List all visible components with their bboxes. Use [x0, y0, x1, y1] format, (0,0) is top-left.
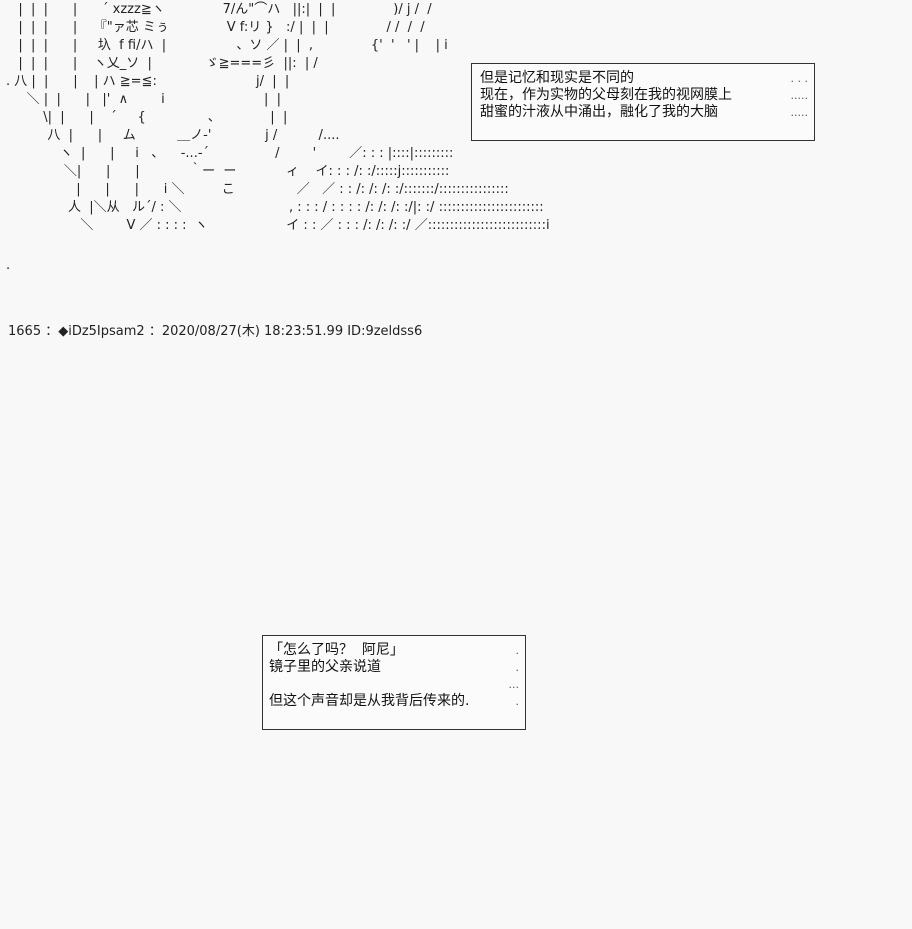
box-line-text: 现在，作为实物的父母刻在我的视网膜上	[480, 87, 732, 103]
art-line: ＼ V ／ : : : : ヽ イ : : ／ : : : /: /: /: :…	[6, 218, 550, 233]
box-line-trail: .....	[790, 89, 808, 102]
art-line: ＼| | | ｀ー ー ィ イ: : : /: :/:::::j::::::::…	[6, 164, 450, 179]
box-line-text: 「怎么了吗？ 阿尼」	[269, 642, 404, 658]
art-line: | | | | 『"ァ芯 ミぅ V f:リ } :/ | | | / / / /	[6, 20, 425, 35]
box-line: 镜子里的父亲说道 .	[269, 659, 525, 676]
box-line-text: 甜蜜的汁液从中涌出，融化了我的大脑	[480, 104, 718, 120]
box-line-text: 但这个声音却是从我背后传来的.	[269, 693, 470, 709]
art-line: 人 |＼从 ル´/ : ＼ , : : : / : : : : /: /: /:…	[6, 200, 544, 215]
box-line: ...	[269, 676, 525, 693]
art-line: 八 | | ム ＿ノ‐' j / /....	[6, 128, 340, 143]
box-line-trail: .	[515, 695, 520, 708]
box-line-text: 但是记忆和现实是不同的	[480, 70, 634, 86]
box-line: 「怎么了吗？ 阿尼」.	[269, 642, 525, 659]
art-line: | | | | ´ xzzz≧ヽ 7/ん"⌒ハ ||:| | | )/ j / …	[6, 2, 432, 17]
box-line: 但是记忆和现实是不同的 . . .	[480, 70, 814, 87]
narration-box-bottom: 「怎么了吗？ 阿尼」.镜子里的父亲说道 ....但这个声音却是从我背后传来的..	[262, 635, 526, 730]
box-line-trail: .	[505, 661, 519, 674]
box-line: 现在，作为实物的父母刻在我的视网膜上.....	[480, 87, 814, 104]
art-line: . 八 | | | | ハ ≧=≦: j/ | |	[6, 74, 290, 89]
box-line-trail: . . .	[790, 72, 808, 85]
art-line: | | | i ＼ こ ／ ／ : : /: /: /: :/:::::::/:…	[6, 182, 509, 197]
box-line-trail: ...	[508, 678, 520, 691]
post-header: 1665 ：◆iDz5Ipsam2 ：2020/08/27(木) 18:23:5…	[8, 324, 423, 339]
art-line: ＼ | | | |' ∧ i | |	[6, 92, 281, 107]
art-line: .	[6, 258, 11, 273]
art-line: \| | | ´ { 、 | |	[6, 110, 288, 125]
box-line-trail: .....	[790, 106, 808, 119]
art-line: ヽ | | i 、 ‐...-´ / ' ／: : : |::::|::::::…	[6, 146, 454, 161]
art-line: | | | | ヽ乂_ソ | ゞ≧===彡 ||: | /	[6, 56, 318, 71]
box-line-text: 镜子里的父亲说道	[269, 659, 381, 675]
box-line: 甜蜜的汁液从中涌出，融化了我的大脑.....	[480, 104, 814, 121]
art-line: | | | | 圦 f fi/ハ | 、ソ ／ | | , {' ' ' | |…	[6, 38, 448, 53]
box-line-trail: .	[515, 644, 520, 657]
box-line: 但这个声音却是从我背后传来的..	[269, 693, 525, 710]
narration-box-top: 但是记忆和现实是不同的. . .现在，作为实物的父母刻在我的视网膜上.....甜…	[471, 63, 815, 141]
